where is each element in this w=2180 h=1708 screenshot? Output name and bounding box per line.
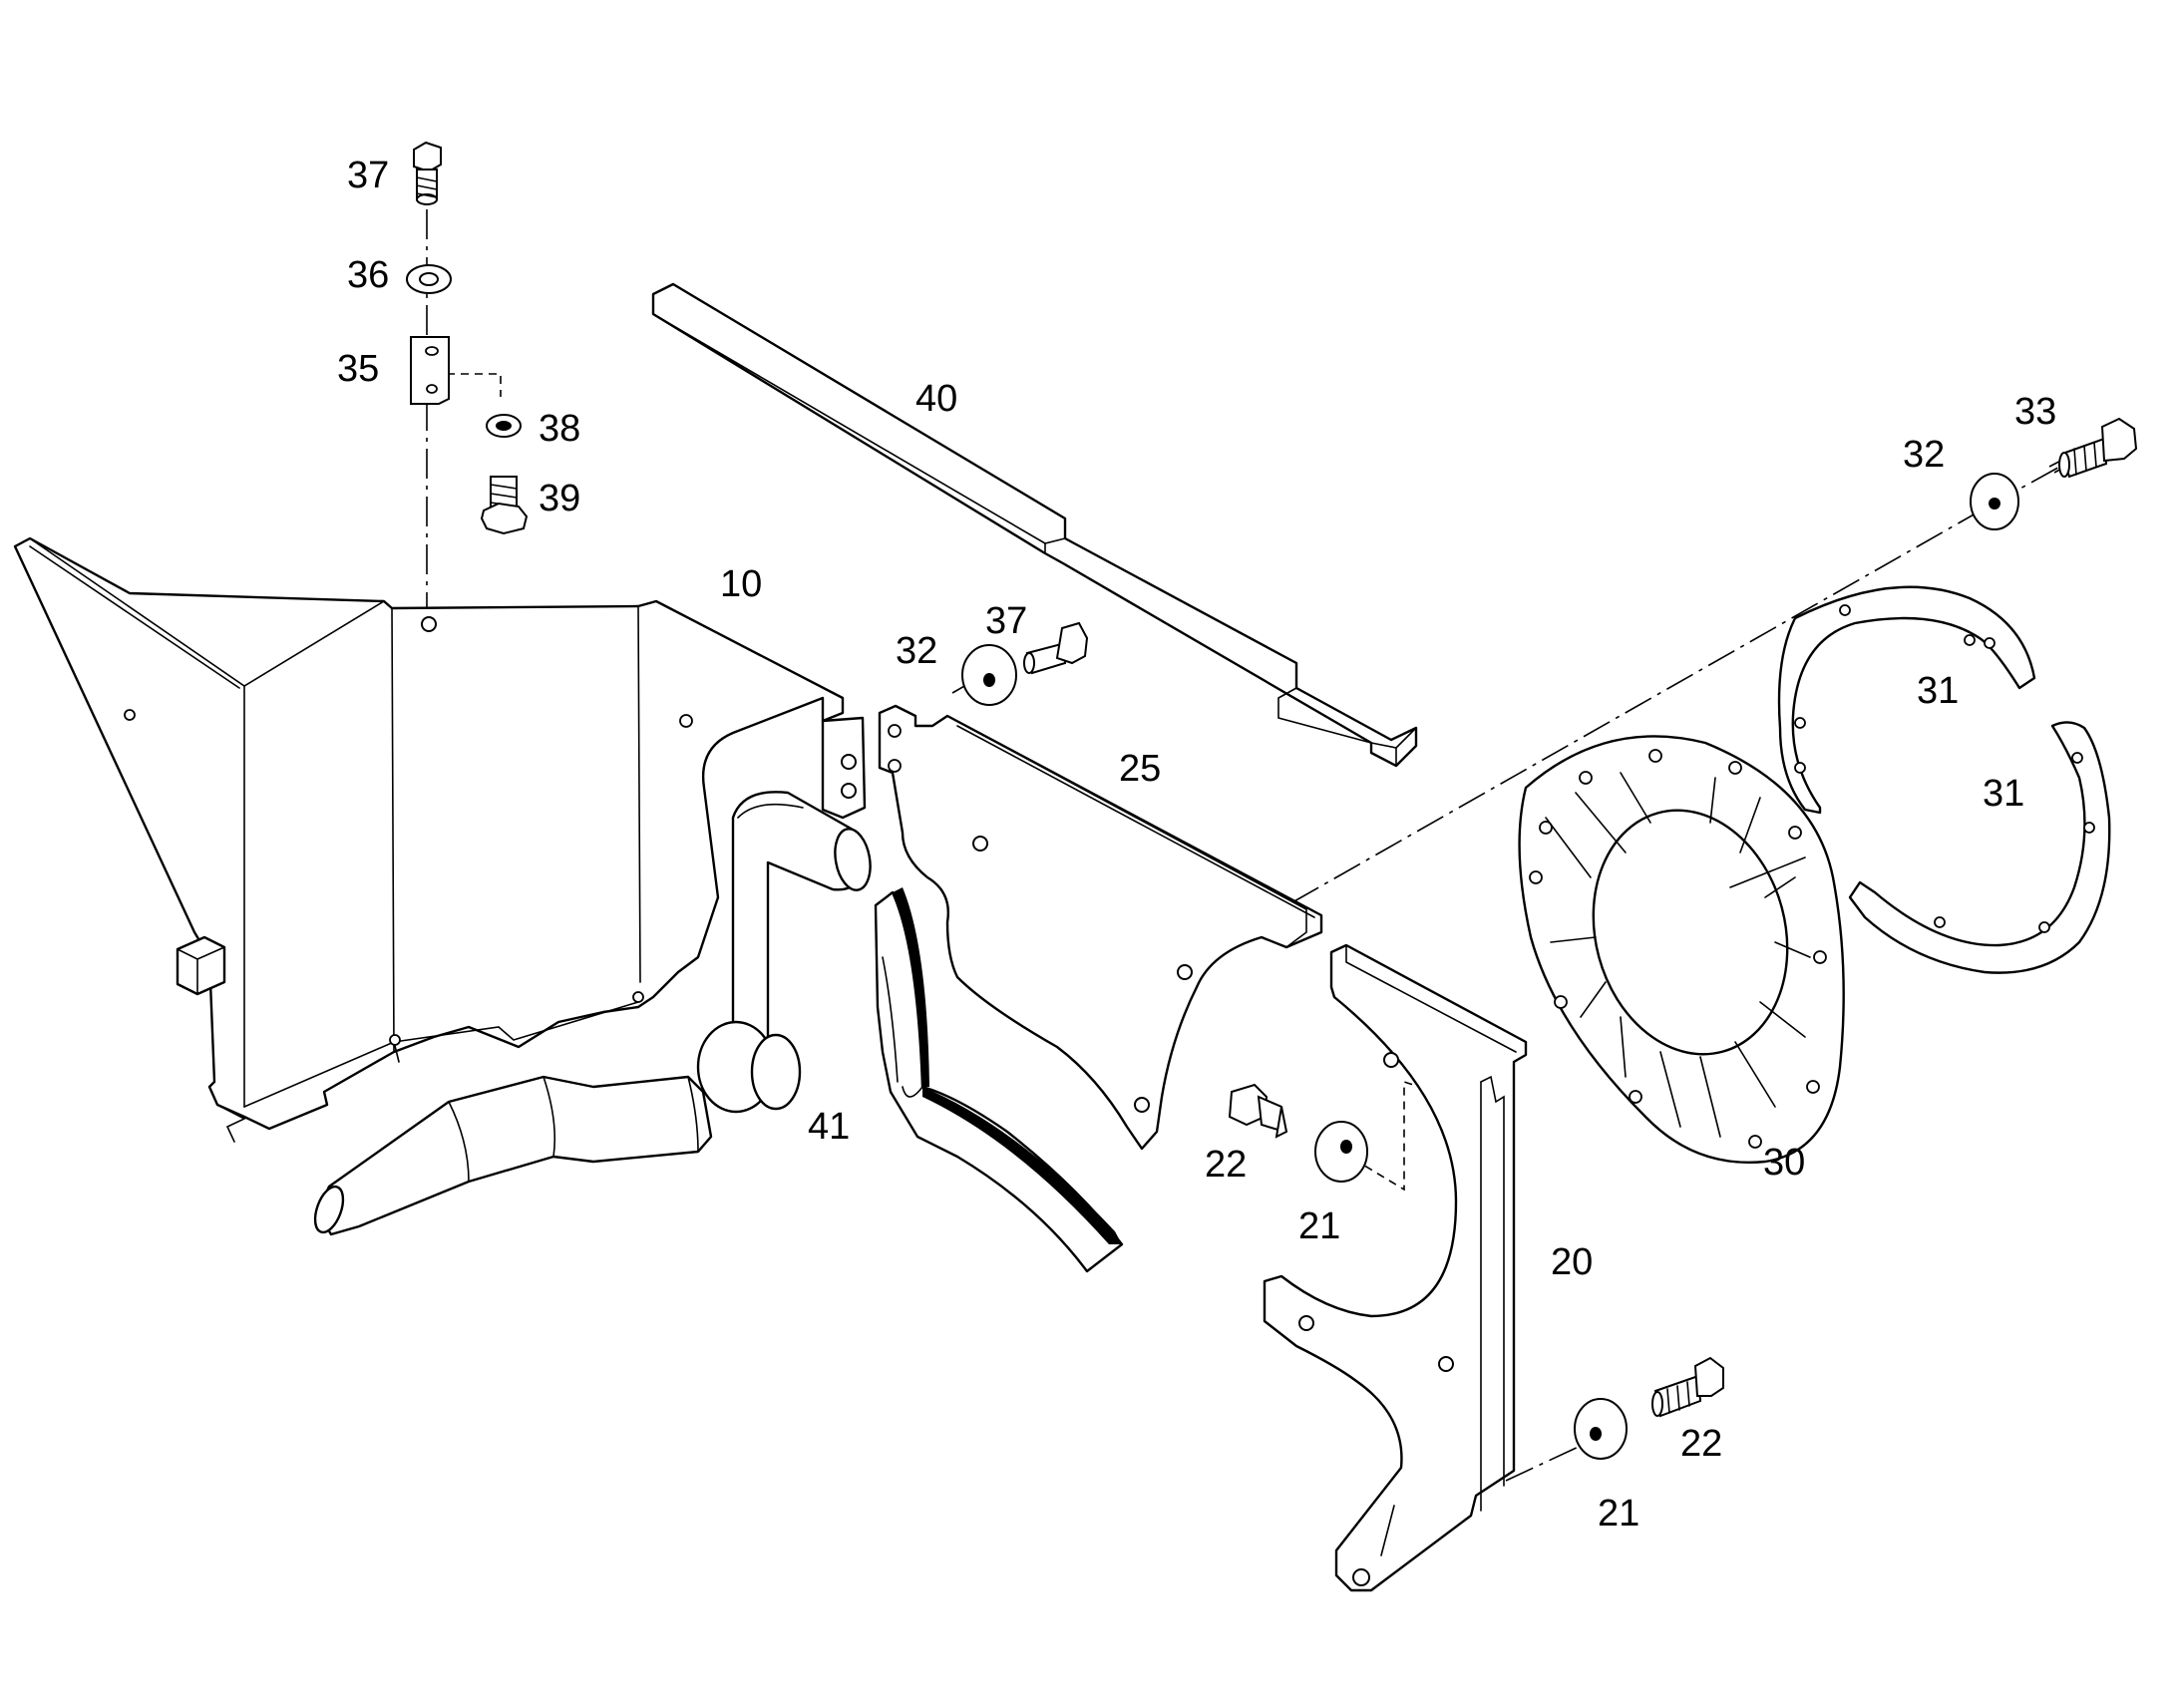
label-37-top: 37 <box>347 155 389 196</box>
label-21-mid: 21 <box>1298 1205 1340 1247</box>
label-25: 25 <box>1119 748 1161 790</box>
part-35-clip <box>410 336 450 405</box>
part-32-right-washer <box>1970 473 2019 530</box>
part-31-lower-half-ring <box>1848 721 2111 974</box>
label-20: 20 <box>1551 1241 1593 1283</box>
label-36: 36 <box>347 254 389 296</box>
label-41: 41 <box>808 1106 850 1148</box>
part-39-bolt <box>480 476 529 535</box>
label-38: 38 <box>539 408 580 450</box>
flange-ribs <box>1545 772 1811 1138</box>
part-37-top-bolt <box>413 141 442 205</box>
assembly-dash-line-35-38 <box>447 373 502 397</box>
part-40-bar <box>651 282 1418 768</box>
part-10-left-shroud <box>13 536 867 1143</box>
label-22-mid: 22 <box>1205 1144 1247 1186</box>
part-25-center-panel <box>878 704 1323 1151</box>
part-41-hoses <box>313 791 1124 1273</box>
part-37-mid-bolt <box>1023 621 1089 675</box>
label-31-upper: 31 <box>1917 670 1959 712</box>
label-21-bottom: 21 <box>1598 1493 1639 1535</box>
label-40: 40 <box>915 378 957 420</box>
label-37-mid: 37 <box>985 600 1027 642</box>
part-20-right-bracket <box>1263 943 1528 1592</box>
label-10: 10 <box>720 563 762 605</box>
part-31-upper-half-ring <box>1777 585 2036 815</box>
label-32-mid: 32 <box>896 630 937 672</box>
label-31-lower: 31 <box>1983 773 2024 815</box>
part-30-flange <box>1518 735 1845 1164</box>
part-22-bottom-bolt <box>1651 1356 1724 1418</box>
part-21-bottom-washer <box>1574 1398 1628 1460</box>
label-35: 35 <box>337 348 379 390</box>
label-30: 30 <box>1763 1142 1805 1184</box>
part-36-washer <box>406 264 452 294</box>
part-38-washer <box>486 414 522 438</box>
callout-labels: 37 36 35 38 39 40 10 37 32 25 32 33 31 3… <box>337 155 2056 1535</box>
part-33-bolt <box>2058 417 2138 479</box>
label-22-bottom: 22 <box>1680 1423 1722 1465</box>
label-39: 39 <box>539 478 580 519</box>
part-32-mid-washer <box>961 644 1017 706</box>
part-21-mid-washer <box>1314 1121 1368 1183</box>
label-32-right: 32 <box>1903 434 1945 476</box>
label-33: 33 <box>2014 391 2056 433</box>
part-22-mid-bolt <box>1228 1083 1288 1139</box>
